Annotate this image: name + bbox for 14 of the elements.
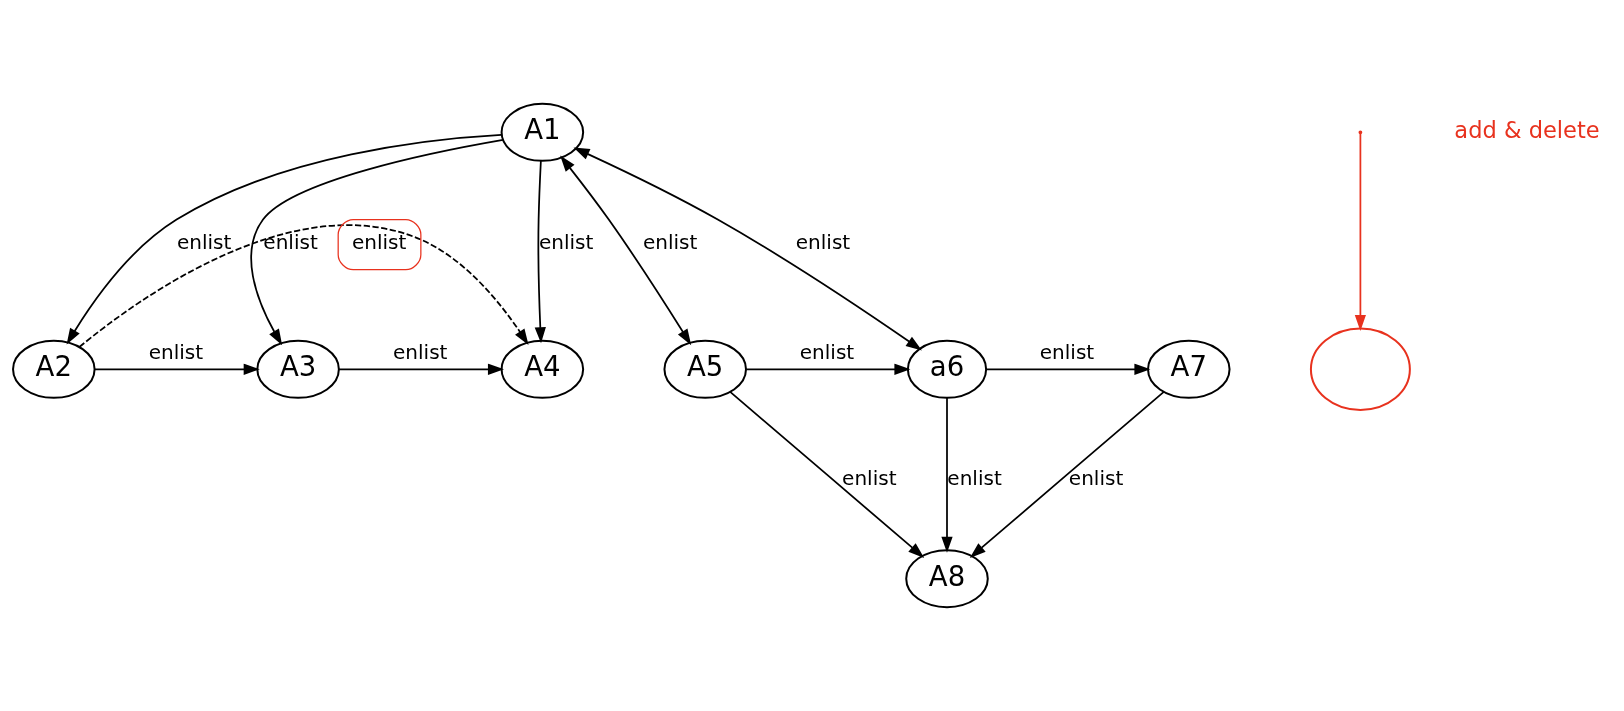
edge-label: enlist: [842, 465, 897, 490]
edge-label: enlist: [1039, 340, 1095, 365]
edge-label: enlist: [263, 230, 318, 255]
edge-label: enlist: [176, 230, 232, 255]
edge-label: enlist: [1068, 465, 1124, 490]
edge-label: enlist: [538, 230, 594, 255]
edge-label: enlist: [351, 230, 407, 255]
edge-label: enlist: [799, 340, 855, 365]
edge-label: enlist: [947, 465, 1002, 490]
edge-label: enlist: [148, 340, 204, 365]
edge-label: enlist: [642, 230, 698, 255]
edge-label: enlist: [393, 340, 448, 365]
label: add & delete: [1454, 116, 1600, 143]
edge-label: enlist: [795, 230, 851, 255]
